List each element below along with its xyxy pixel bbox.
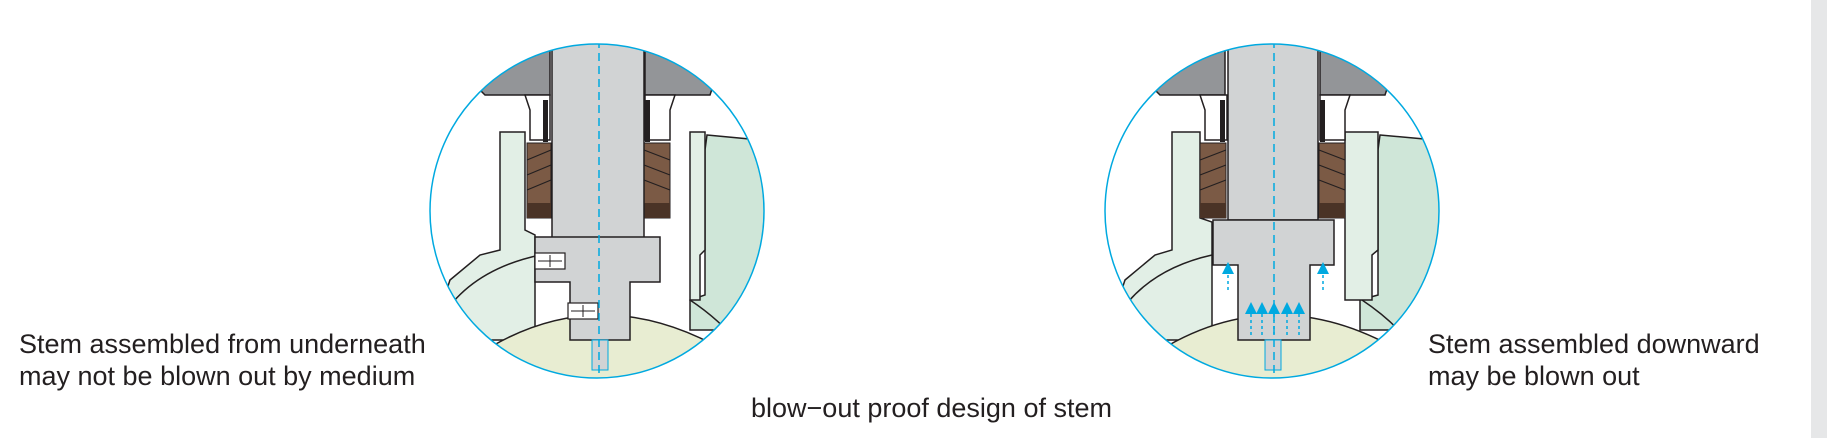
stem bbox=[551, 44, 645, 251]
left-caption-line1: Stem assembled from underneath bbox=[19, 329, 426, 359]
right-caption-line1: Stem assembled downward bbox=[1428, 329, 1760, 359]
right-valve-detail bbox=[1104, 43, 1440, 379]
left-caption: Stem assembled from underneath may not b… bbox=[19, 328, 426, 392]
packing-left bbox=[526, 142, 671, 219]
left-caption-line2: may not be blown out by medium bbox=[19, 361, 416, 391]
right-caption-line2: may be blown out bbox=[1428, 361, 1640, 391]
gland-flange bbox=[469, 49, 551, 96]
figure-caption: blow−out proof design of stem bbox=[751, 393, 1112, 423]
right-caption: Stem assembled downward may be blown out bbox=[1428, 328, 1760, 392]
left-valve-detail bbox=[429, 43, 765, 379]
bonnet bbox=[430, 131, 536, 341]
packing-right bbox=[1199, 142, 1346, 219]
scrollbar[interactable] bbox=[1811, 0, 1827, 438]
pressure-arrows bbox=[1222, 262, 1329, 335]
stem-shoulder bbox=[534, 236, 661, 341]
detail-circle-left bbox=[429, 43, 765, 379]
detail-circle-right bbox=[1104, 43, 1440, 379]
